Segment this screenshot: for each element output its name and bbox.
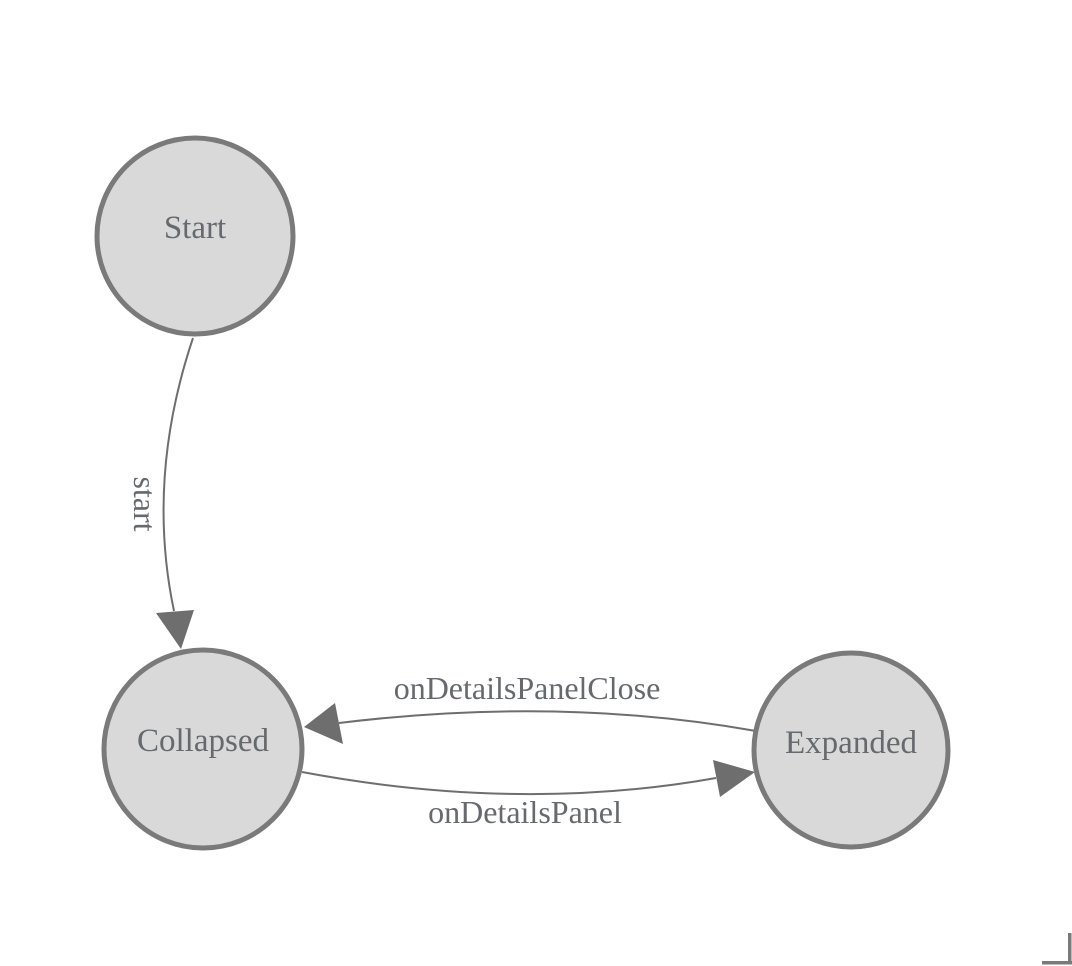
arrowhead-start-to-collapsed-icon: [156, 610, 194, 649]
transition-edge-start-path: [162, 337, 194, 612]
transition-edge-ondetailspanelclose: onDetailsPanelClose: [304, 670, 757, 744]
transition-edge-ondetailspanelclose-path: [338, 710, 757, 732]
state-node-expanded[interactable]: Expanded: [751, 650, 951, 850]
state-node-start[interactable]: Start: [94, 135, 296, 337]
resize-corner-handle[interactable]: [1042, 933, 1072, 965]
transition-edge-ondetailspanel-path: [301, 771, 717, 796]
resize-corner-horizontal-bar: [1042, 961, 1072, 965]
resize-corner-vertical-bar: [1068, 933, 1072, 964]
state-node-expanded-label: Expanded: [785, 725, 917, 761]
transition-label-ondetailspanelclose: onDetailsPanelClose: [394, 670, 661, 706]
transition-label-start: start: [127, 476, 163, 531]
arrowhead-collapsed-to-expanded-icon: [713, 760, 755, 797]
state-node-collapsed-circle[interactable]: [101, 647, 305, 851]
state-node-expanded-circle[interactable]: [751, 650, 951, 850]
state-node-collapsed[interactable]: Collapsed: [101, 647, 305, 851]
transition-edge-ondetailspanel: onDetailsPanel: [301, 760, 755, 830]
transition-label-ondetailspanel: onDetailsPanel: [428, 794, 622, 830]
transition-edge-start: start: [127, 337, 194, 649]
state-node-start-label: Start: [164, 210, 226, 246]
arrowhead-expanded-to-collapsed-icon: [304, 703, 343, 744]
state-node-collapsed-label: Collapsed: [137, 723, 269, 759]
state-node-start-circle[interactable]: [94, 135, 296, 337]
